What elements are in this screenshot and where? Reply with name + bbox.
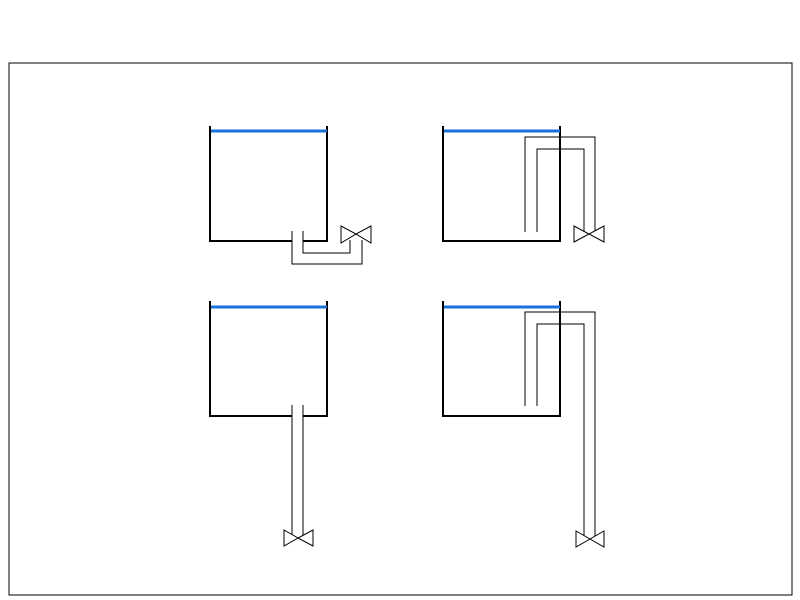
tank-wall <box>303 126 328 242</box>
tank-top-right <box>442 126 605 243</box>
valve-icon[interactable] <box>575 530 605 548</box>
valve-icon[interactable] <box>340 225 372 244</box>
tank-wall <box>442 126 561 242</box>
tank-wall <box>303 301 328 417</box>
outlet-pipe-outer <box>291 231 363 265</box>
valve-icon[interactable] <box>573 225 605 243</box>
outlet-pipe-inner <box>302 231 351 254</box>
tank-bottom-left <box>209 301 328 547</box>
valve-icon[interactable] <box>283 529 314 547</box>
tank-wall <box>442 301 561 417</box>
tank-wall <box>209 301 292 417</box>
tank-top-left <box>209 126 372 265</box>
tank-wall <box>209 126 292 242</box>
tank-bottom-right <box>442 301 605 548</box>
diagram-frame <box>8 62 793 596</box>
